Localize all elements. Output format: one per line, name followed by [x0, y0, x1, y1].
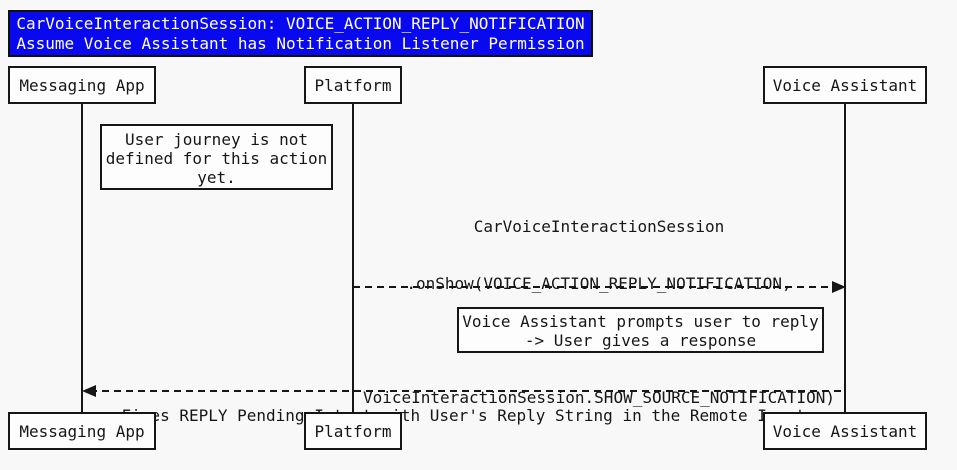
actor-label: Messaging App [19, 75, 145, 95]
message-line: VoiceInteractionSession.SHOW_SOURCE_NOTI… [362, 388, 835, 407]
message-onshow-arrow-line [353, 286, 835, 288]
message-line: CarVoiceInteractionSession [473, 217, 725, 236]
actor-platform-bottom: Platform [304, 412, 402, 450]
note-line: yet. [197, 168, 236, 187]
actor-label: Messaging App [19, 421, 145, 441]
actor-label: Platform [314, 421, 392, 441]
message-line: Fires REPLY Pending Intent with User's R… [121, 406, 806, 425]
actor-platform-top: Platform [304, 66, 402, 104]
actor-messaging-app-top: Messaging App [8, 66, 156, 104]
actor-voice-assistant-bottom: Voice Assistant [763, 412, 927, 450]
note-line: -> User gives a response [524, 331, 757, 350]
message-fires-reply-text: Fires REPLY Pending Intent with User's R… [82, 368, 845, 463]
lifeline-voice-assistant [844, 104, 846, 413]
note-line: Voice Assistant prompts user to reply [462, 312, 819, 331]
message-fires-reply-arrow-line [90, 390, 845, 392]
diagram-title-line-2: Assume Voice Assistant has Notification … [16, 34, 585, 53]
note-voice-assistant-prompts: Voice Assistant prompts user to reply ->… [457, 307, 824, 353]
note-line: User journey is not [124, 130, 309, 149]
note-line: defined for this action [105, 149, 328, 168]
arrowhead-left-icon [82, 385, 96, 397]
diagram-title: CarVoiceInteractionSession: VOICE_ACTION… [8, 10, 593, 57]
actor-label: Voice Assistant [772, 75, 918, 95]
lifeline-messaging-app [81, 104, 83, 413]
message-line: .onShow(VOICE_ACTION_REPLY_NOTIFICATION, [406, 274, 792, 293]
actor-label: Voice Assistant [772, 421, 918, 441]
arrowhead-right-icon [832, 281, 846, 293]
lifeline-platform [352, 104, 354, 413]
actor-label: Platform [314, 75, 392, 95]
diagram-title-line-1: CarVoiceInteractionSession: VOICE_ACTION… [16, 14, 585, 33]
note-user-journey: User journey is not defined for this act… [100, 124, 333, 190]
actor-messaging-app-bottom: Messaging App [8, 412, 156, 450]
actor-voice-assistant-top: Voice Assistant [763, 66, 927, 104]
